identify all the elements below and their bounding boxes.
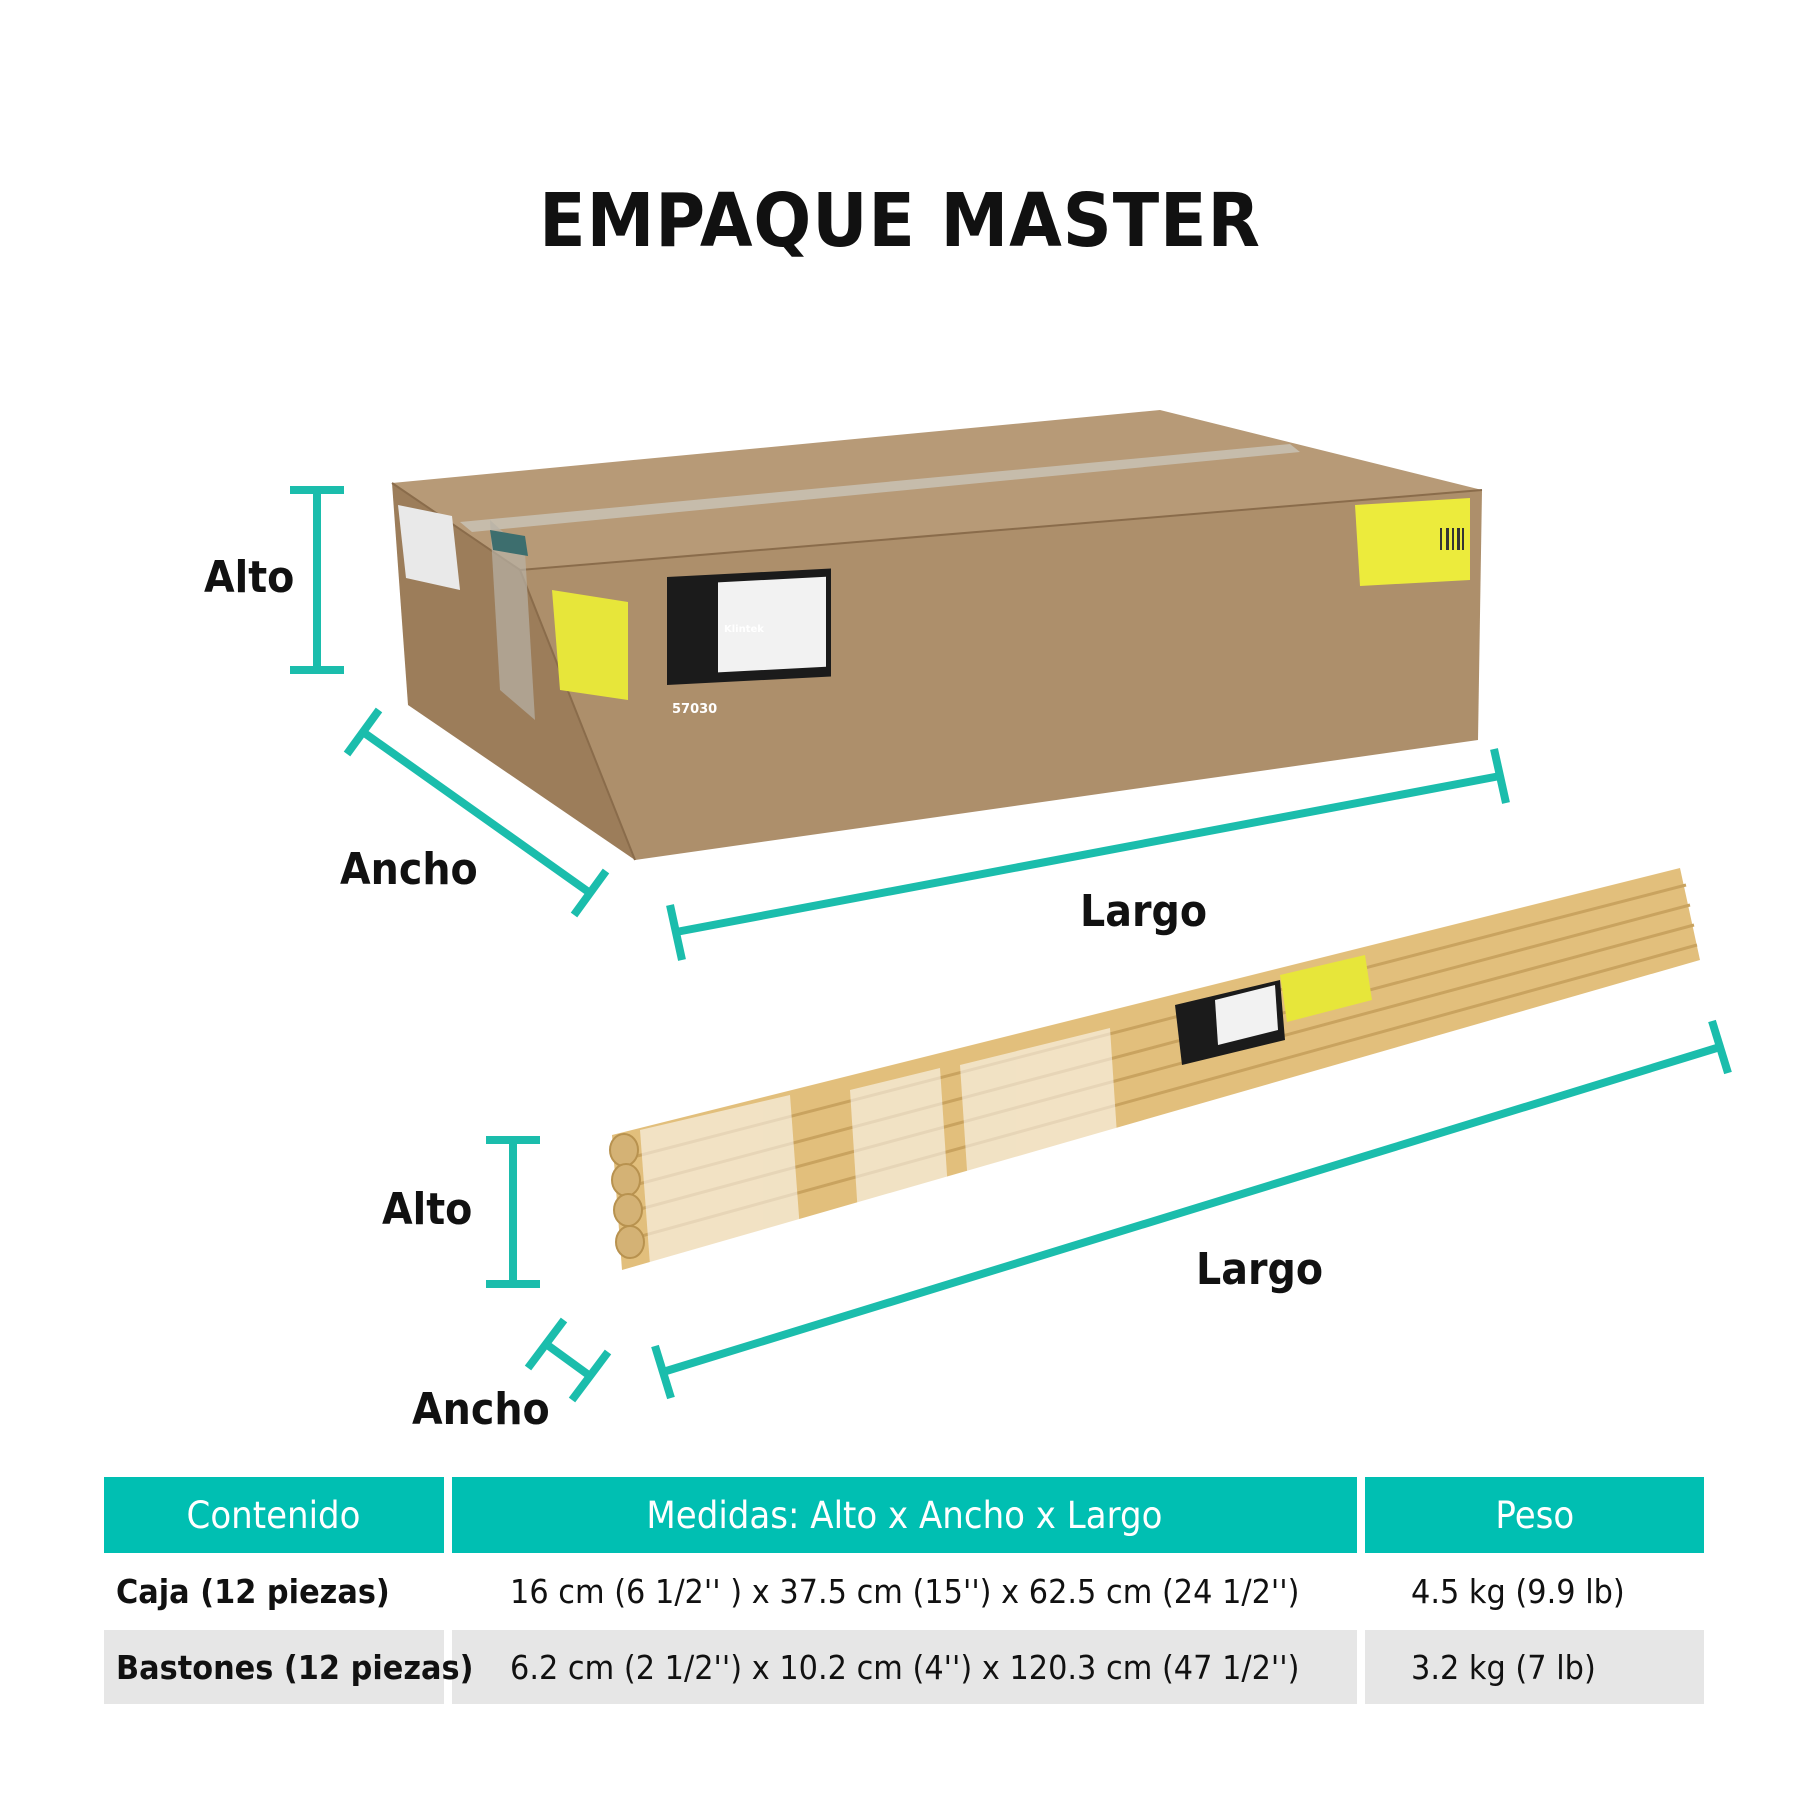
box-sticker-brand: Klintek [724,624,764,635]
bundle-ancho-label: Ancho [412,1384,550,1435]
box-ancho-label: Ancho [340,844,478,895]
cell-medidas: 6.2 cm (2 1/2'') x 10.2 cm (4'') x 120.3… [452,1630,1357,1704]
header-contenido: Contenido [104,1477,444,1553]
box-ancho-marker [343,707,610,918]
table-row: Bastones (12 piezas) 6.2 cm (2 1/2'') x … [104,1629,1704,1705]
cardboard-box [391,410,1483,861]
table-row: Caja (12 piezas) 16 cm (6 1/2'' ) x 37.5… [104,1553,1704,1629]
bundle-ancho-marker [524,1317,612,1403]
cell-contenido: Bastones (12 piezas) [104,1630,473,1704]
cell-peso: 4.5 kg (9.9 lb) [1411,1571,1625,1611]
bundle-of-sticks [609,868,1700,1270]
table-header-row: Contenido Medidas: Alto x Ancho x Largo … [104,1477,1704,1553]
bundle-largo-label: Largo [1196,1244,1324,1295]
page-title: EMPAQUE MASTER [539,178,1261,264]
box-alto-marker [290,486,344,674]
box-largo-label: Largo [1080,886,1208,937]
cell-medidas: 16 cm (6 1/2'' ) x 37.5 cm (15'') x 62.5… [510,1571,1300,1611]
box-largo-marker [666,748,1510,961]
bundle-largo-marker [651,1019,1732,1400]
specs-table: Contenido Medidas: Alto x Ancho x Largo … [104,1477,1704,1705]
bundle-alto-marker [486,1136,540,1288]
bundle-alto-label: Alto [382,1184,473,1235]
cell-contenido: Caja (12 piezas) [116,1571,390,1611]
cell-peso: 3.2 kg (7 lb) [1365,1630,1704,1704]
header-medidas: Medidas: Alto x Ancho x Largo [452,1477,1357,1553]
header-peso: Peso [1365,1477,1704,1553]
box-alto-label: Alto [204,552,295,603]
box-sticker-code: 57030 [672,702,717,717]
